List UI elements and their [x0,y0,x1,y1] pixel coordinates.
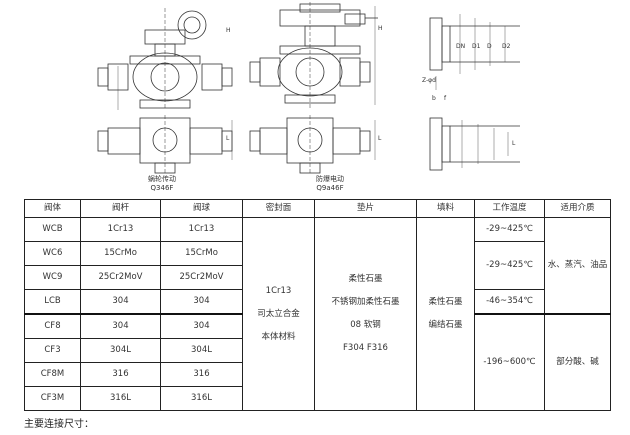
cell-stem: 304 [80,288,161,315]
cell-body: CF3 [24,338,81,364]
cell-body: WCB [24,217,81,242]
cell-stem: 15CrMo [80,240,161,266]
table-row: WC6 15CrMo 15CrMo -29~425℃ [24,240,611,290]
dim-label-b: b [432,95,436,102]
cell-media-acid: 部分酸、碱 [544,312,611,411]
electric-caption: 防爆电动 Q9a46F [290,175,370,193]
dim-label-l-left: L [226,135,230,142]
cell-ball: 25Cr2MoV [160,264,243,290]
header-media: 适用介质 [544,199,611,218]
packing-flexible-graphite: 柔性石墨 [428,297,463,307]
gasket-soft-steel: 08 软钢 [350,320,381,330]
cell-temperature: -29~425℃ [474,217,545,242]
header-seal: 密封面 [242,199,315,218]
cell-packing-merged: 柔性石墨 编结石墨 [416,217,475,411]
dim-label-l-right: L [512,140,516,147]
gasket-flexible-graphite: 柔性石墨 [348,274,383,284]
cell-stem: 1Cr13 [80,217,161,242]
gasket-f304-f316: F304 F316 [343,343,388,353]
cell-body: CF8 [24,312,81,340]
cell-ball: 304 [160,312,243,340]
gasket-ss-graphite: 不锈钢加柔性石墨 [331,297,400,307]
dim-label-d2: D2 [502,43,511,50]
cell-body: WC9 [24,264,81,290]
cell-ball: 304 [160,288,243,315]
table-row: CF3 304L 304L [24,338,611,364]
cell-body: LCB [24,288,81,315]
cell-stem: 316 [80,362,161,388]
cell-stem: 304L [80,338,161,364]
cell-ball: 304L [160,338,243,364]
cell-seal-merged: 1Cr13 司太立合金 本体材料 [242,217,315,411]
electric-valve-plan [249,115,376,175]
cell-ball: 316L [160,386,243,411]
packing-braided-graphite: 编结石墨 [428,320,463,330]
table-row: WC9 25Cr2MoV 25Cr2MoV [24,264,611,290]
valve-drawings: H L H L DN D1 D D2 Z-φd b f L [97,2,520,175]
cell-ball: 15CrMo [160,240,243,266]
worm-gear-valve-elevation [97,8,233,110]
flange-detail-top [429,14,520,90]
seal-body-material: 本体材料 [261,331,296,342]
cell-stem: 316L [80,386,161,411]
cell-ball: 316 [160,362,243,388]
table-row: CF3M 316L 316L [24,386,611,411]
header-stem: 阀杆 [80,199,161,218]
connection-dimensions-heading: 主要连接尺寸： [24,419,94,430]
header-gasket: 垫片 [314,199,417,218]
header-ball: 阀球 [160,199,243,218]
header-body: 阀体 [24,199,81,218]
cell-body: CF8M [24,362,81,388]
worm-gear-caption-line1: 蜗轮传动 [148,175,176,183]
cell-gasket-merged: 柔性石墨 不锈钢加柔性石墨 08 软钢 F304 F316 [314,217,417,411]
seal-1cr13: 1Cr13 [265,285,292,296]
cell-temperature: -46~354℃ [474,288,545,315]
cell-temperature: -196~600℃ [474,312,545,411]
worm-gear-valve-plan [97,115,233,175]
table-row: LCB 304 304 -46~354℃ [24,288,611,315]
dim-label-z: Z-φd [422,77,436,84]
cell-stem: 304 [80,312,161,340]
cell-media-water: 水、蒸汽、油品 [544,216,611,315]
dim-label-d: D [487,43,492,50]
header-temperature: 工作温度 [474,199,545,218]
worm-gear-caption: 蜗轮传动 Q346F [132,175,192,193]
cell-stem: 25Cr2MoV [80,264,161,290]
electric-valve-elevation [249,2,378,110]
cell-temperature: -29~425℃ [474,240,545,290]
materials-table: 阀体 阀杆 阀球 密封面 垫片 填料 工作温度 适用介质 WCB 1Cr13 1… [24,199,611,411]
electric-caption-line2: Q9a46F [316,184,344,192]
header-packing: 填料 [416,199,475,218]
dim-label-l-mid: L [378,135,382,142]
dim-label-f: f [444,95,447,102]
table-row: WCB 1Cr13 1Cr13 1Cr13 司太立合金 本体材料 柔性石墨 不锈… [24,216,611,411]
cell-body: CF3M [24,386,81,411]
electric-caption-line1: 防爆电动 [316,175,344,183]
table-row: CF8 304 304 -196~600℃ 部分酸、碱 [24,312,611,411]
table-row: CF8M 316 316 [24,362,611,388]
flange-detail-bottom [429,117,520,171]
table-header-row: 阀体 阀杆 阀球 密封面 垫片 填料 工作温度 适用介质 [24,199,611,218]
dim-label-h-mid: H [378,25,383,32]
dim-label-dn: DN [456,43,465,50]
worm-gear-caption-line2: Q346F [150,184,174,192]
cell-ball: 1Cr13 [160,217,243,242]
dim-label-h-left: H [226,27,231,34]
dim-label-d1: D1 [472,43,481,50]
seal-stellite: 司太立合金 [257,308,300,319]
cell-body: WC6 [24,240,81,266]
